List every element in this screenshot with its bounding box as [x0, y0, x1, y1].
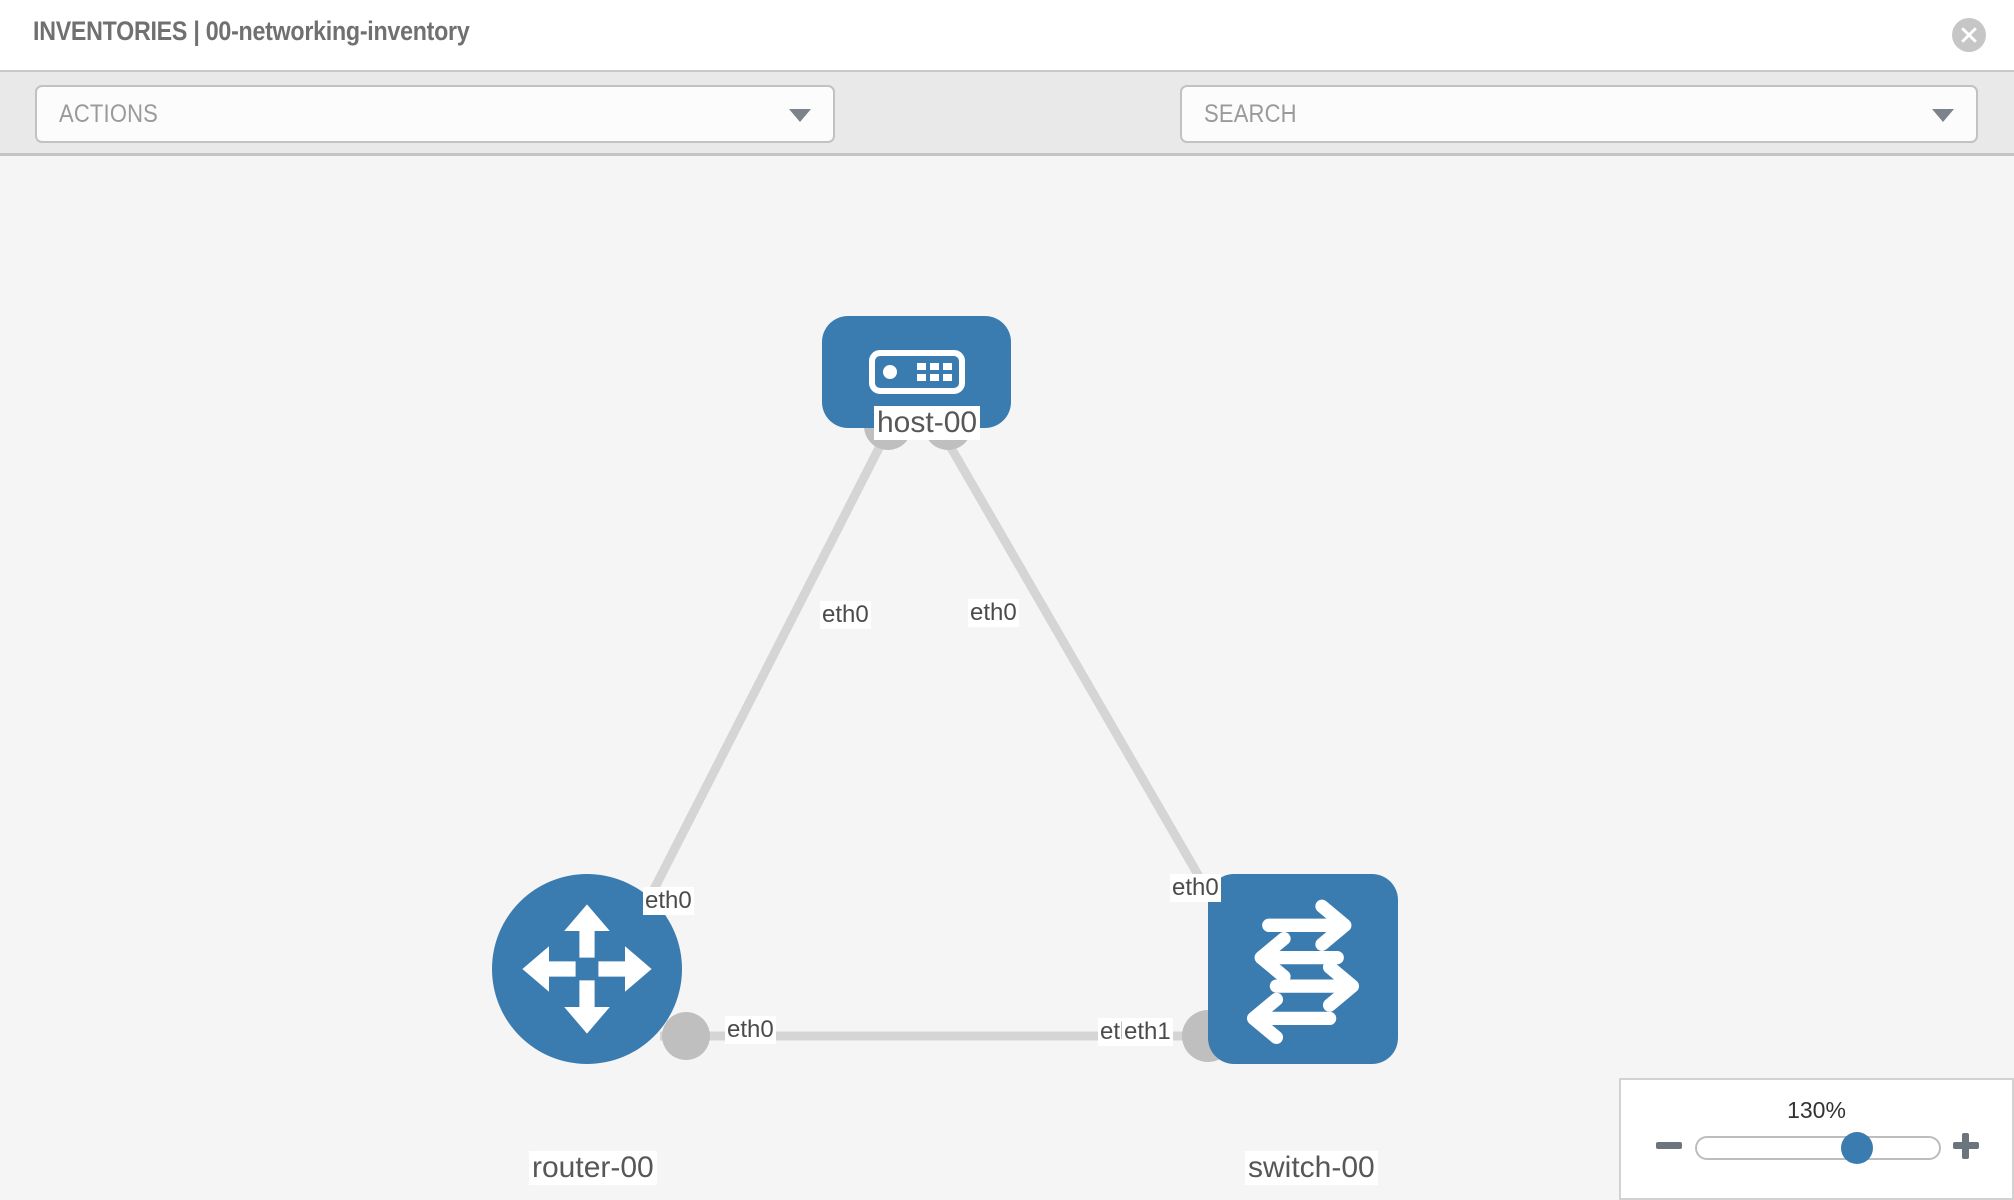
topology-edges: [615, 402, 1266, 1062]
toolbar: ACTIONS SEARCH: [0, 70, 2014, 205]
edge-label-switch-eth1-side: eth1: [1122, 1018, 1173, 1046]
topology-node-host-00[interactable]: host-00: [822, 316, 1011, 440]
search-placeholder: SEARCH: [1204, 100, 1297, 128]
node-label-host-00: host-00: [874, 406, 981, 440]
server-icon: [869, 350, 965, 394]
edge-label-switch-eth0-up: eth0: [1170, 874, 1221, 902]
close-icon[interactable]: [1952, 18, 1986, 52]
router-arrows-icon: [522, 904, 652, 1034]
topology-canvas[interactable]: host-00 router-00: [0, 156, 2014, 1200]
plus-icon[interactable]: [1951, 1131, 1981, 1161]
search-input[interactable]: SEARCH: [1180, 85, 1978, 143]
edge-label-router-eth0-side: eth0: [725, 1016, 776, 1044]
chevron-down-icon: [1932, 109, 1954, 122]
page-title: INVENTORIES | 00-networking-inventory: [33, 16, 470, 46]
actions-dropdown-label: ACTIONS: [59, 100, 159, 128]
zoom-slider[interactable]: [1695, 1132, 1941, 1164]
topology-node-switch-00[interactable]: switch-00: [1208, 874, 1398, 1185]
edge-label-host-eth0-left: eth0: [820, 601, 871, 629]
zoom-slider-thumb[interactable]: [1841, 1132, 1873, 1164]
actions-dropdown[interactable]: ACTIONS: [35, 85, 835, 143]
minus-icon[interactable]: [1654, 1131, 1684, 1161]
node-label-router-00: router-00: [529, 1151, 657, 1185]
node-shape-switch: [1208, 874, 1398, 1064]
switch-arrows-icon: [1246, 899, 1360, 1045]
edge-label-router-eth0-up: eth0: [643, 887, 694, 915]
zoom-control-panel: 130%: [1619, 1078, 2014, 1200]
edge-label-host-eth0-right: eth0: [968, 599, 1019, 627]
page-header: INVENTORIES | 00-networking-inventory: [0, 0, 2014, 70]
node-label-switch-00: switch-00: [1245, 1151, 1378, 1185]
chevron-down-icon: [789, 109, 811, 122]
zoom-level-label: 130%: [1787, 1097, 1846, 1123]
